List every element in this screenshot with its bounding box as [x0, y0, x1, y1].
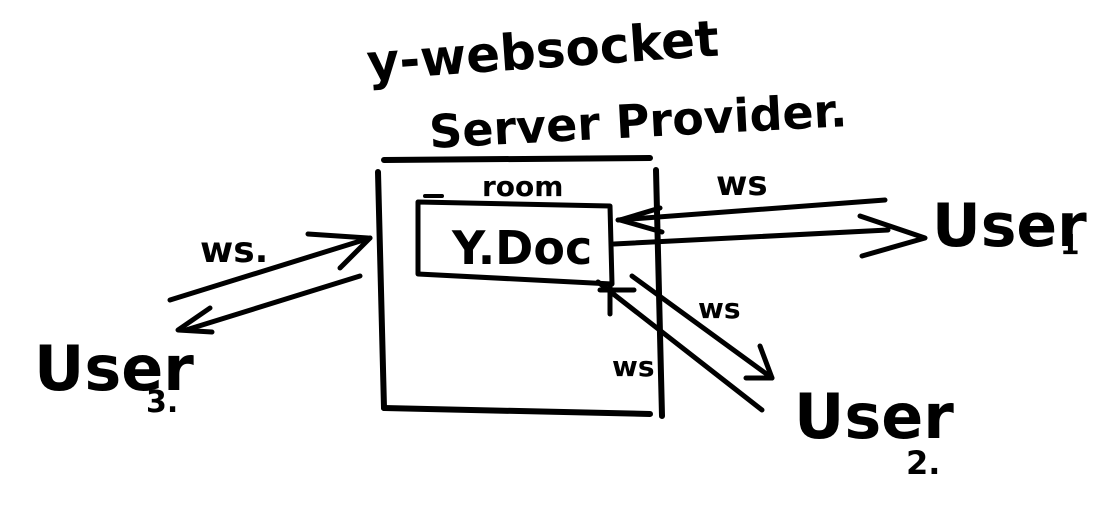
- user1-label: User: [932, 191, 1087, 261]
- room-label: room: [482, 170, 563, 203]
- user3-ws-label: ws.: [200, 230, 268, 271]
- user2-ws-label-a: ws: [698, 292, 741, 325]
- ydoc-label: Y.Doc: [451, 221, 592, 275]
- user1-subscript: 1: [1060, 228, 1079, 261]
- user1-ws-label: ws: [716, 164, 768, 204]
- user2-connection: [595, 273, 775, 413]
- user2-label: User: [794, 380, 954, 453]
- user3-subscript: 3.: [146, 385, 178, 420]
- user3-connection: [167, 231, 373, 335]
- ydoc-box: [415, 199, 615, 287]
- user2-ws-label-b: ws: [612, 350, 655, 383]
- user2-subscript: 2.: [906, 444, 940, 482]
- user3-label: User: [34, 332, 194, 405]
- server-title-line1: y-websocket: [365, 10, 721, 92]
- user1-connection: [611, 197, 928, 259]
- server-title-line2: Server Provider.: [428, 83, 849, 159]
